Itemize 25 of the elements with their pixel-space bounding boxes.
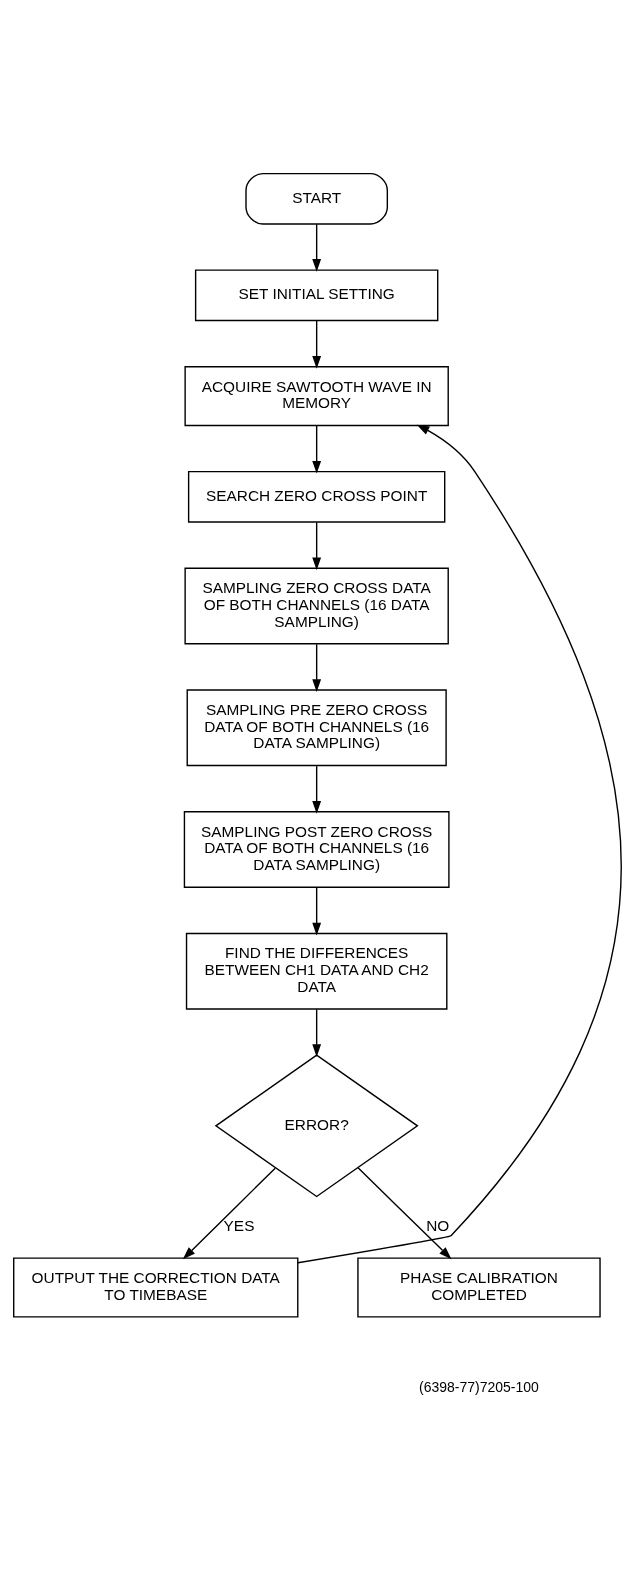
node-box: SAMPLING POST ZERO CROSS DATA OF BOTH CHANNELS (16 DATA SAMPLING) [183, 811, 450, 888]
node-box: SEARCH ZERO CROSS POINT [187, 470, 446, 523]
arrow [312, 643, 322, 692]
node-box: SAMPLING PRE ZERO CROSS DATA OF BOTH CHANNELS (16 DATA SAMPLING) [186, 689, 447, 767]
arrow [182, 1167, 276, 1260]
node-box: PHASE CALIBRATION COMPLETED [357, 1257, 601, 1318]
node-diamond: ERROR? [214, 1054, 419, 1198]
arrow [312, 223, 322, 272]
arrow [312, 425, 322, 474]
arrow [357, 1167, 452, 1260]
arrow [297, 424, 622, 1264]
arrow [312, 521, 322, 571]
arrow [312, 320, 322, 369]
edge-label: NO [426, 1217, 450, 1235]
arrow [312, 765, 322, 814]
node-box: SET INITIAL SETTING [194, 269, 439, 322]
node-box: FIND THE DIFFERENCES BETWEEN CH1 DATA AND CH2 DATA [185, 932, 448, 1010]
arrow [312, 1008, 322, 1057]
label: (6398-77)7205-100 [419, 1378, 539, 1395]
node-box: START [245, 172, 389, 225]
arrow [312, 887, 322, 936]
node-box: SAMPLING ZERO CROSS DATA OF BOTH CHANNELS (16 DATA SAMPLING) [184, 567, 449, 645]
node-box: ACQUIRE SAWTOOTH WAVE IN MEMORY [184, 366, 449, 427]
edge-label: YES [223, 1217, 255, 1235]
node-box: OUTPUT THE CORRECTION DATA TO TIMEBASE [13, 1257, 299, 1318]
